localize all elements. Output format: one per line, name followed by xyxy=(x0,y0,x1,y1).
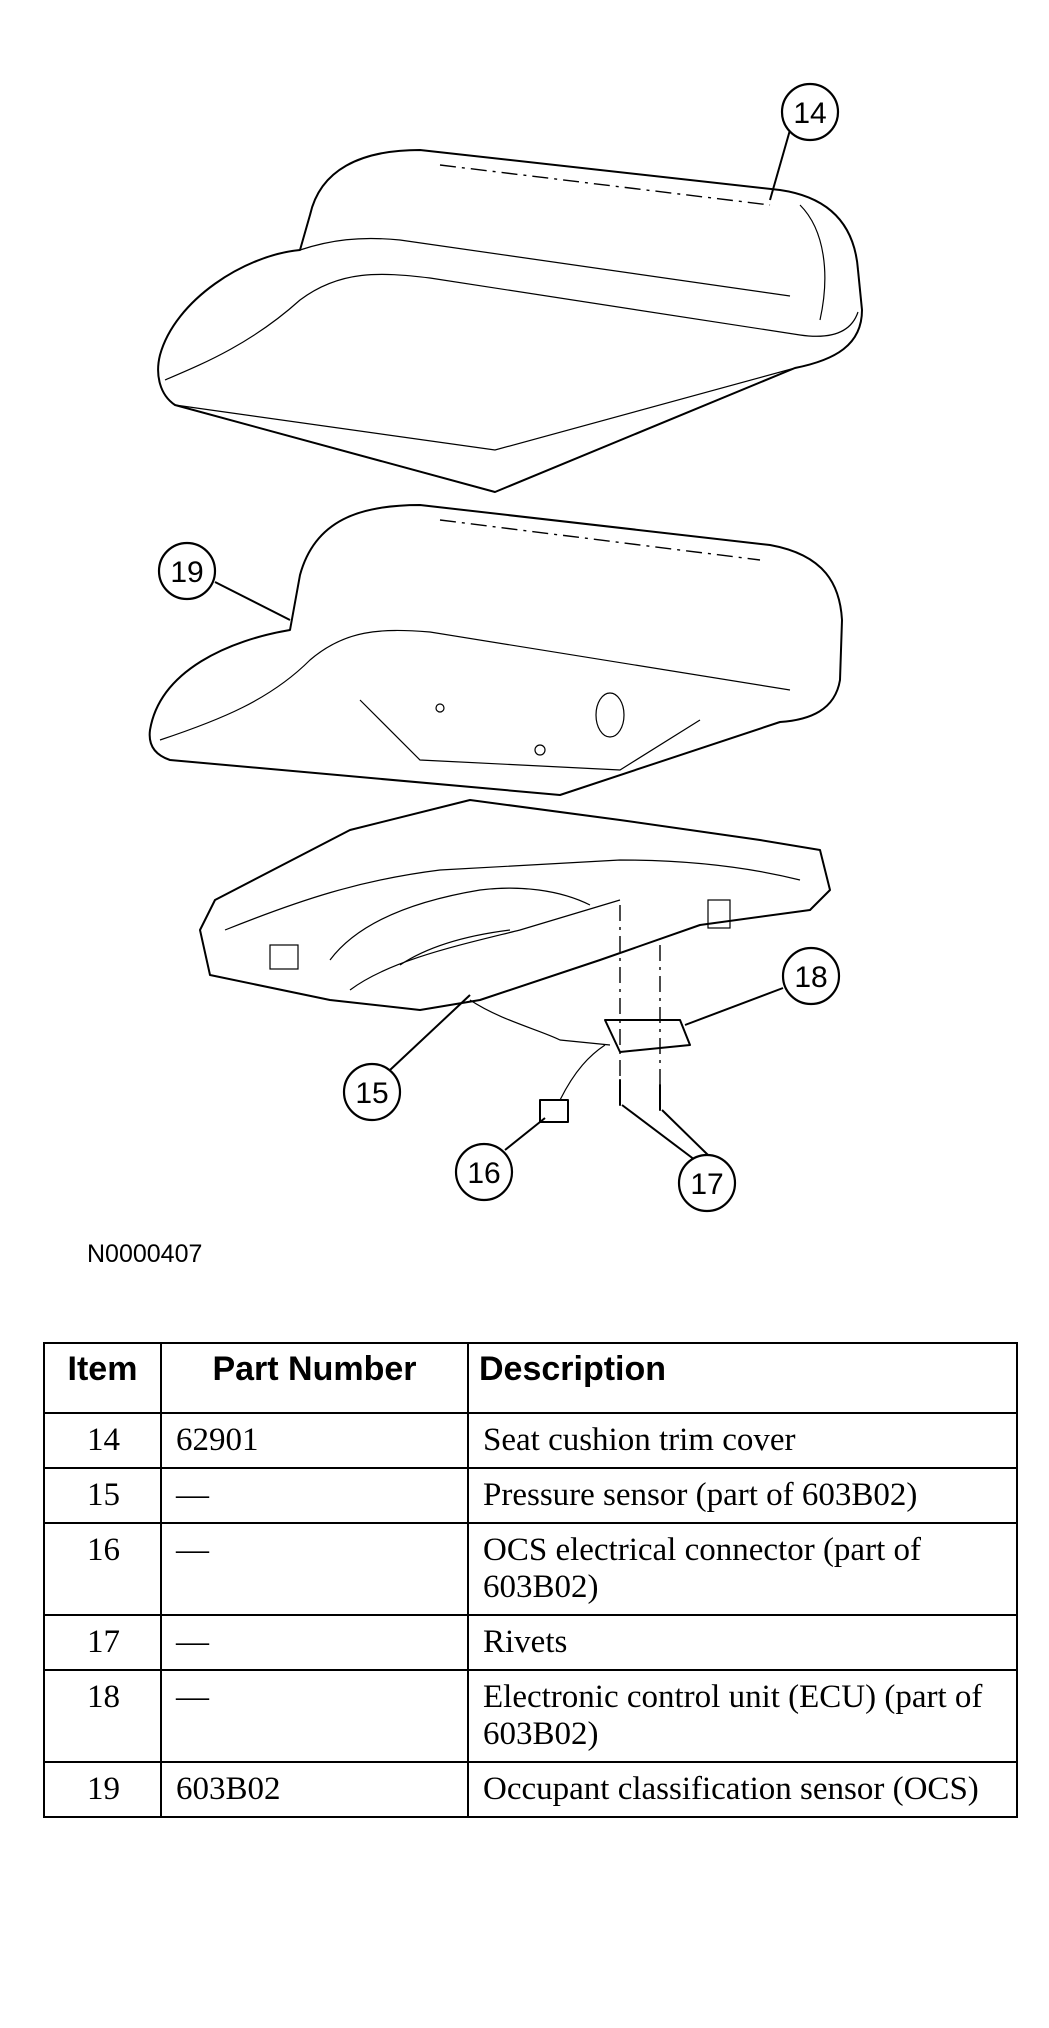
row-description: Pressure sensor (part of 603B02) xyxy=(467,1467,1018,1524)
row-part-number: 62901 xyxy=(160,1412,469,1469)
row-description: OCS electrical connector (part of 603B02… xyxy=(467,1522,1018,1616)
row-item: 19 xyxy=(43,1761,162,1818)
exploded-seat-diagram: 14 19 18 15 16 17 xyxy=(148,82,863,1213)
callout-19: 19 xyxy=(157,541,291,621)
callout-17: 17 xyxy=(621,1104,737,1213)
seat-frame-illustration xyxy=(199,799,831,1123)
svg-text:16: 16 xyxy=(467,1157,500,1190)
row-part-number: — xyxy=(160,1669,469,1763)
header-description: Description xyxy=(467,1342,1018,1414)
row-part-number: — xyxy=(160,1614,469,1671)
table-row: 15 — Pressure sensor (part of 603B02) xyxy=(43,1467,1018,1524)
row-item: 18 xyxy=(43,1669,162,1763)
occupant-classification-sensor-illustration xyxy=(148,504,843,796)
svg-text:19: 19 xyxy=(170,556,203,589)
svg-text:18: 18 xyxy=(794,961,827,994)
row-description: Seat cushion trim cover xyxy=(467,1412,1018,1469)
header-part-number: Part Number xyxy=(160,1342,469,1414)
row-item: 16 xyxy=(43,1522,162,1616)
table-header-row: Item Part Number Description xyxy=(43,1342,1018,1414)
svg-text:17: 17 xyxy=(690,1168,723,1201)
parts-table: Item Part Number Description 14 62901 Se… xyxy=(43,1342,1018,1818)
row-item: 15 xyxy=(43,1467,162,1524)
callout-18: 18 xyxy=(684,946,841,1026)
row-part-number: — xyxy=(160,1467,469,1524)
row-description: Occupant classification sensor (OCS) xyxy=(467,1761,1018,1818)
svg-text:14: 14 xyxy=(793,97,826,130)
callout-15: 15 xyxy=(342,994,471,1122)
seat-cushion-trim-cover-illustration xyxy=(157,149,863,493)
callout-16: 16 xyxy=(454,1117,546,1202)
row-part-number: — xyxy=(160,1522,469,1616)
header-item: Item xyxy=(43,1342,162,1414)
table-row: 17 — Rivets xyxy=(43,1614,1018,1671)
table-row: 16 — OCS electrical connector (part of 6… xyxy=(43,1522,1018,1616)
row-part-number: 603B02 xyxy=(160,1761,469,1818)
table-row: 14 62901 Seat cushion trim cover xyxy=(43,1412,1018,1469)
table-row: 18 — Electronic control unit (ECU) (part… xyxy=(43,1669,1018,1763)
callout-14: 14 xyxy=(769,82,840,201)
row-description: Rivets xyxy=(467,1614,1018,1671)
table-row: 19 603B02 Occupant classification sensor… xyxy=(43,1761,1018,1818)
row-item: 17 xyxy=(43,1614,162,1671)
row-description: Electronic control unit (ECU) (part of 6… xyxy=(467,1669,1018,1763)
figure-id-label: N0000407 xyxy=(87,1240,203,1268)
row-item: 14 xyxy=(43,1412,162,1469)
svg-text:15: 15 xyxy=(355,1077,388,1110)
